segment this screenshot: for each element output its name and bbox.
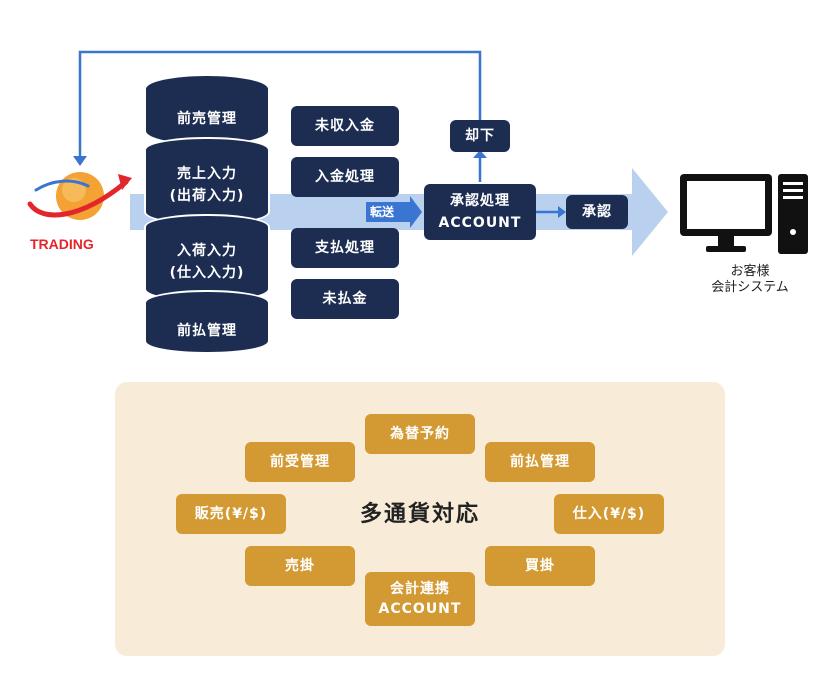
approve-arrowhead [558,206,566,218]
db-label-arrival-2: (仕入入力) [169,265,245,281]
logo-text: TRADING [30,236,94,252]
module-payment-processing: 支払処理 [291,228,399,268]
sales-currency-box: 販売(¥/$) [176,494,286,534]
up-arrowhead [473,150,487,158]
db-label-prepay: 前払管理 [177,323,237,339]
customer-system-label: お客様 会計システム [690,264,810,296]
db-cylinder-4 [144,290,270,354]
db-cylinder-2 [144,137,270,225]
db-label-pre-sales: 前売管理 [177,111,237,127]
prepayment-box: 前払管理 [485,442,595,482]
db-cylinder-3 [144,214,270,302]
multicurrency-center-label: 多通貨対応 [359,502,480,527]
advance-received-box: 前受管理 [245,442,355,482]
computer-icon [680,174,808,254]
transfer-label: 転送 [370,205,395,219]
transfer-arrow [366,196,422,228]
accounts-payable-box: 買掛 [485,546,595,586]
db-label-sales-2: (出荷入力) [169,188,245,204]
purchase-currency-box: 仕入(¥/$) [554,494,664,534]
fx-contract-box: 為替予約 [365,414,475,454]
accounts-receivable-box: 売掛 [245,546,355,586]
module-receivable: 未収入金 [291,106,399,146]
db-cylinder-1 [146,76,268,144]
module-receipt-processing: 入金処理 [291,157,399,197]
accounting-link-line1: 会計連携 [390,581,450,597]
globe-arrow-icon [27,172,132,220]
trading-logo: TRADING [22,160,134,260]
approve-box: 承認 [566,195,628,229]
approval-process-line2: ACCOUNT [438,215,522,231]
db-label-arrival-1: 入荷入力 [177,243,237,259]
approval-process-line1: 承認処理 [450,193,510,209]
reject-box: 却下 [450,120,510,152]
module-payable: 未払金 [291,279,399,319]
customer-label-line2: 会計システム [711,280,789,295]
reject-feedback-line [78,50,482,158]
accounting-link-box: 会計連携 ACCOUNT [365,572,475,626]
customer-label-line1: お客様 [730,264,770,279]
db-label-sales-1: 売上入力 [177,166,237,182]
approval-process-box: 承認処理 ACCOUNT [424,184,536,240]
feedback-arrowhead [73,156,87,166]
accounting-link-line2: ACCOUNT [378,601,462,617]
